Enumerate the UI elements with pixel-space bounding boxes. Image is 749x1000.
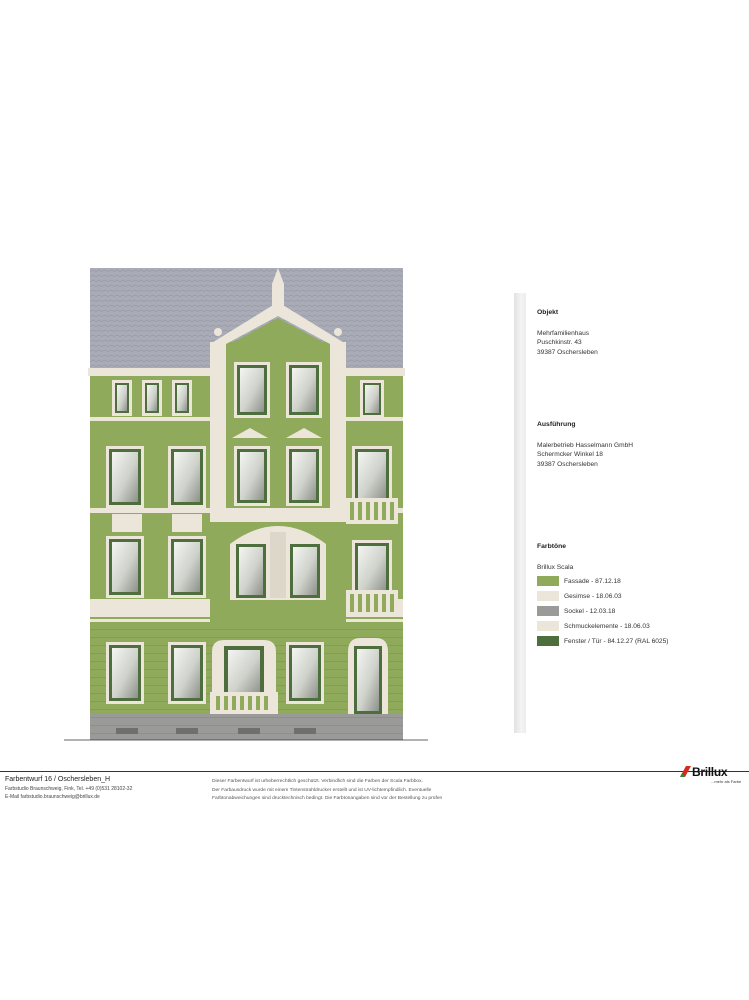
swatch-row: Gesimse - 18.06.03 [537,590,742,602]
objekt-line: Puschkinstr. 43 [537,339,582,347]
logo-tagline: ...mehr als Farbe [711,779,742,784]
color-swatch [537,636,559,647]
swatch-label: Fassade - 87.12.18 [564,577,621,585]
disclaimer: Dieser Farbentwurf ist urheberrechtlich … [212,778,512,804]
swatch-label: Sockel - 12.03.18 [564,607,616,615]
color-swatch [537,621,559,632]
ausfuehrung-heading: Ausführung [537,421,576,428]
color-swatch [537,576,559,587]
window-row-3 [106,428,398,524]
objekt-line: Mehrfamilienhaus [537,330,590,338]
objekt-line: 39387 Oschersleben [537,348,598,356]
facade-svg [64,268,428,741]
swatch-label: Gesimse - 18.06.03 [564,592,622,600]
farbtoene-heading: Farbtöne [537,543,567,550]
window-row-2 [106,514,398,616]
disclaimer-line: Der Farbausdruck wurde mit einem Tintens… [212,787,432,793]
window-row-ground [106,638,388,714]
objekt-heading: Objekt [537,309,559,316]
studio-contact: Farbstudio Braunschweig, Fink, Tel. +49 … [5,786,133,792]
footer-rule [0,771,749,772]
disclaimer-line: Farbtonabweichungen sind drucktechnisch … [212,796,443,802]
ausfuehrung-line: Malerbetrieb Hasselmann GmbH [537,442,634,450]
swatch-label: Schmuckelemente - 18.06.03 [564,622,650,630]
logo-wordmark: Brillux [692,765,728,779]
swatch-row: Sockel - 12.03.18 [537,605,742,617]
info-panel: Objekt Mehrfamilienhaus Puschkinstr. 43 … [537,308,742,650]
ausfuehrung-section: Ausführung Malerbetrieb Hasselmann GmbH … [537,420,742,542]
color-system-label: Brillux Scala [537,564,574,572]
studio-email: E-Mail farbstudio.braunschweig@brillux.d… [5,794,100,800]
objekt-section: Objekt Mehrfamilienhaus Puschkinstr. 43 … [537,308,742,420]
drawing-title: Farbentwurf 16 / Oschersleben_H [5,776,111,783]
facade-elevation-drawing [60,262,432,744]
plinth [90,714,403,740]
footer-left: Farbentwurf 16 / Oschersleben_H Farbstud… [5,776,132,801]
window-row-top [112,362,384,418]
swatch-row: Fenster / Tür - 84.12.27 (RAL 6025) [537,635,742,647]
ausfuehrung-line: Schermcker Winkel 18 [537,451,603,459]
ausfuehrung-line: 39387 Oschersleben [537,460,598,468]
disclaimer-line: Dieser Farbentwurf ist urheberrechtlich … [212,779,423,784]
brillux-logo: Brillux ...mehr als Farbe [675,763,745,785]
farbtoene-section: Farbtöne Brillux Scala Fassade - 87.12.1… [537,542,742,647]
swatch-label: Fenster / Tür - 84.12.27 (RAL 6025) [564,637,669,645]
swatch-row: Fassade - 87.12.18 [537,575,742,587]
brillux-mark-icon [680,766,691,777]
color-swatch [537,591,559,602]
color-swatch [537,606,559,617]
sidebar-divider [514,293,526,733]
swatch-row: Schmuckelemente - 18.06.03 [537,620,742,632]
